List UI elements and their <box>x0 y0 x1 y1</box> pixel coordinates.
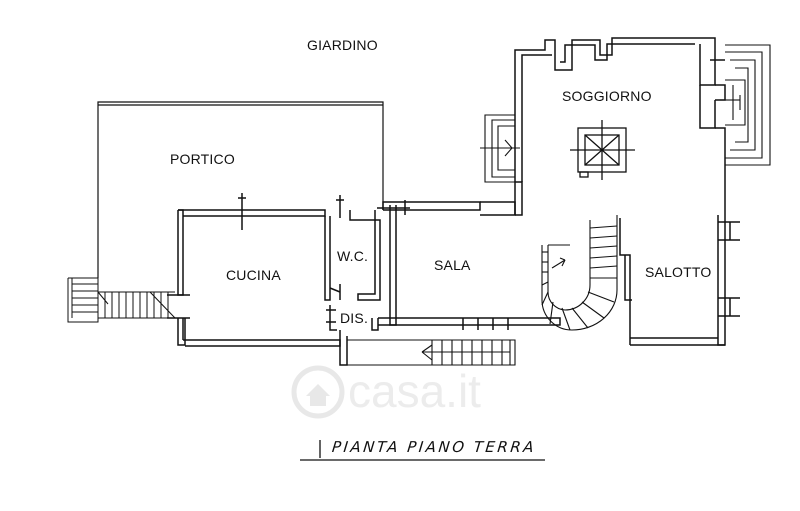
lower-stair <box>347 339 516 366</box>
kitchen-walls <box>167 193 341 347</box>
spiral-stair <box>541 215 618 331</box>
salotto-walls <box>619 218 740 346</box>
soggiorno-walls <box>514 37 726 346</box>
portico-outline <box>97 101 384 278</box>
corridor-walls <box>326 305 561 366</box>
caption-lines <box>300 440 545 461</box>
room-label-living: SOGGIORNO <box>562 88 652 104</box>
room-label-kitchen: CUCINA <box>226 267 281 283</box>
sala-walls <box>377 200 516 330</box>
entrance-steps <box>67 277 176 323</box>
room-label-garden: GIARDINO <box>307 37 378 53</box>
watermark: casa.it <box>290 360 550 430</box>
room-label-portico: PORTICO <box>170 151 235 167</box>
right-bay <box>720 44 771 166</box>
fireplace <box>570 120 635 180</box>
watermark-brand: casa.it <box>348 365 481 417</box>
room-label-wc: W.C. <box>337 248 369 264</box>
room-label-hall: SALA <box>434 257 471 273</box>
room-label-corridor: DIS. <box>340 310 369 326</box>
wc-walls <box>324 195 381 301</box>
left-bay <box>480 114 520 183</box>
room-label-lounge: SALOTTO <box>645 264 712 280</box>
plan-caption: PIANTA PIANO TERRA <box>331 438 537 456</box>
watermark-house-icon <box>291 365 345 419</box>
